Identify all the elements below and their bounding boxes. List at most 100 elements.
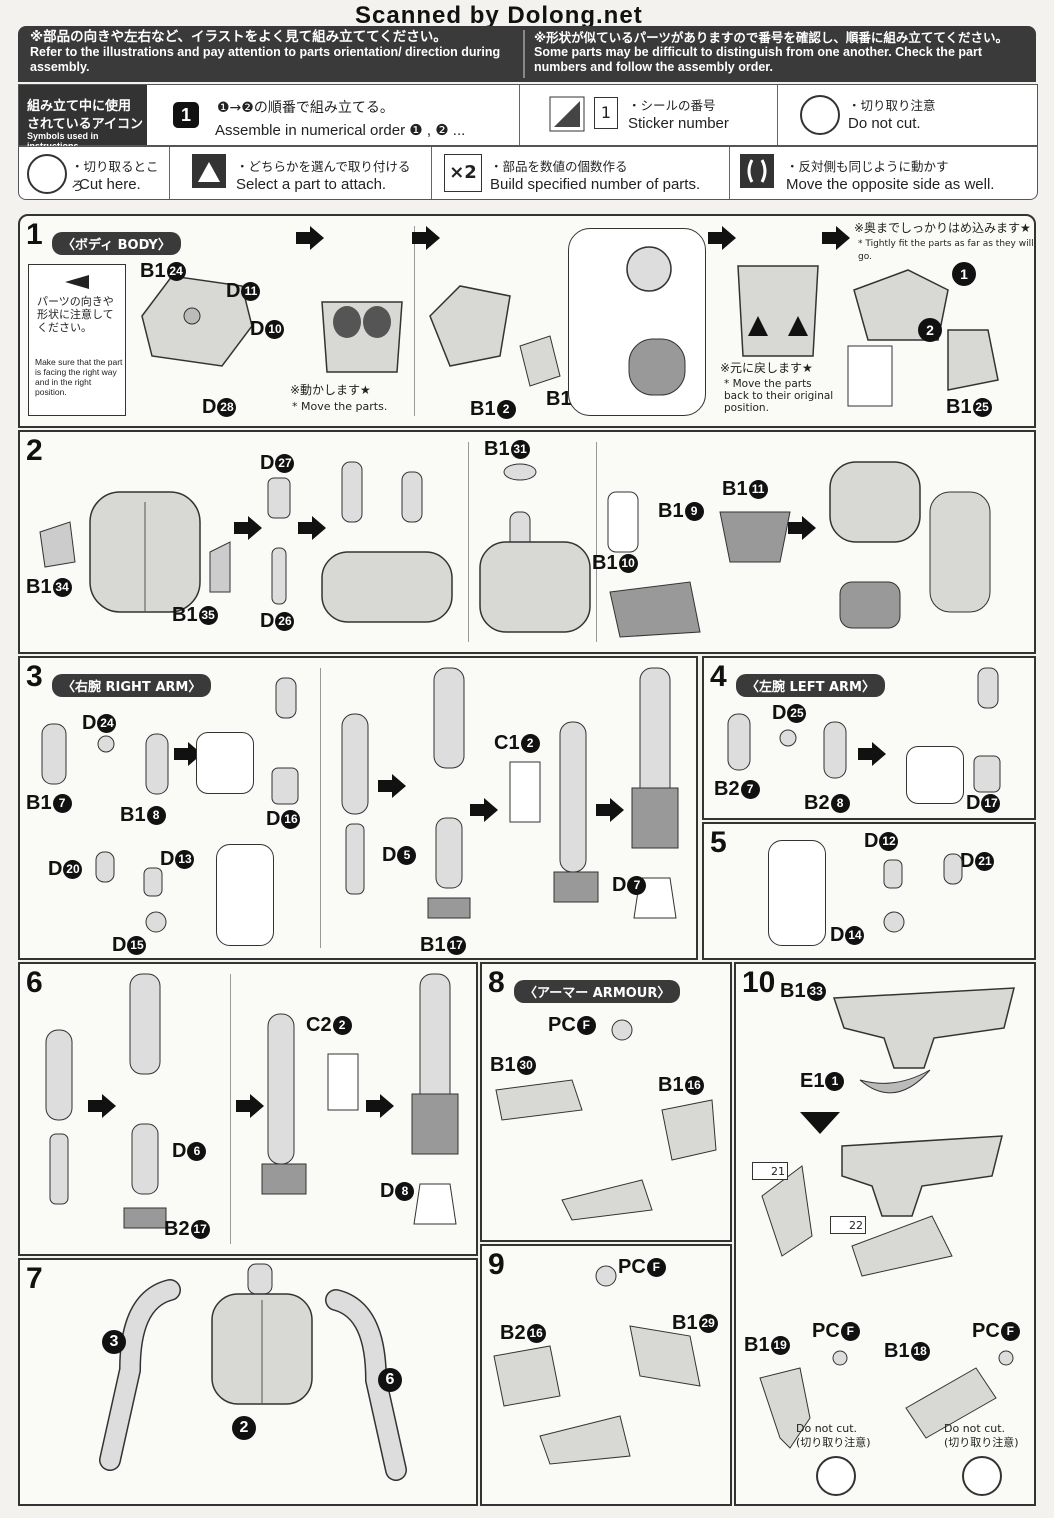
nocut-icon-1 xyxy=(816,1456,856,1496)
nocut-note-en-1: Do not cut. xyxy=(796,1422,858,1435)
build-count-icon: ×2 xyxy=(444,154,482,192)
build-jp: ・部品を数値の個数作る xyxy=(490,159,628,174)
step-6-flow-arrow-2 xyxy=(236,1094,264,1118)
step-10-down-arrow xyxy=(800,1112,840,1134)
torso-jacket xyxy=(39,491,231,613)
nocut-icon-2 xyxy=(962,1456,1002,1496)
nocut-jp: ・切り取り注意 xyxy=(848,98,936,113)
armour-arm-parts xyxy=(495,1019,717,1221)
step-1-flow-arrow-3 xyxy=(708,226,736,250)
step-4-number: 4 xyxy=(710,660,727,693)
sticker-en: Sticker number xyxy=(628,115,729,132)
backpack-frame xyxy=(832,987,1015,1069)
return-note-en: * Move the parts back to their original … xyxy=(724,378,834,414)
header-left: ※部品の向きや左右など、イラストをよく見て組み立ててください。 Refer to… xyxy=(30,30,510,75)
step-1-flow-arrow-4 xyxy=(822,226,850,250)
step-9-number: 9 xyxy=(488,1248,505,1281)
fit-note-jp: ※奥までしっかりはめ込みます★ xyxy=(854,221,1031,235)
symbol-order: 1 ❶→❷の順番で組み立てる。 Assemble in numerical or… xyxy=(147,85,519,145)
orientation-note-en: Make sure that the part is facing the ri… xyxy=(35,357,123,397)
fit-order-2-badge: 2 xyxy=(918,318,942,342)
step-6-flow-arrow-3 xyxy=(366,1094,394,1118)
step-3-flow-arrow-4 xyxy=(596,798,624,822)
step-4-title: 〈左腕 LEFT ARM〉 xyxy=(736,674,885,697)
step-2-divider-2 xyxy=(596,442,597,642)
left-joint-parts xyxy=(883,853,963,933)
neck-parts xyxy=(267,477,291,605)
step-2-divider-1 xyxy=(468,442,469,642)
step-3-flow-arrow-2 xyxy=(378,774,406,798)
cut-icon xyxy=(27,154,67,194)
subassembly-2-badge: 2 xyxy=(232,1416,256,1440)
step-8-title: 〈アーマー ARMOUR〉 xyxy=(514,980,681,1003)
header-right-en: Some parts may be difficult to distingui… xyxy=(534,45,982,74)
opposite-en: Move the opposite side as well. xyxy=(786,176,995,193)
select-icon xyxy=(192,154,226,188)
build-en: Build specified number of parts. xyxy=(490,176,701,193)
torso-waist-assembly xyxy=(829,461,991,629)
step-3-divider-1 xyxy=(320,668,321,948)
symbol-opposite: ・反対側も同じように動かす Move the opposite side as … xyxy=(729,147,1038,199)
sticker-number-box: 1 xyxy=(594,97,618,129)
body-part-b1-24 xyxy=(141,275,253,367)
step-4-flow-arrow xyxy=(858,742,886,766)
symbol-build-count: ×2 ・部品を数値の個数作る Build specified number of… xyxy=(431,147,730,199)
orientation-note-box: パーツの向きや形状に注意してください。 Make sure that the p… xyxy=(28,264,126,416)
left-arm-final xyxy=(325,1289,407,1481)
step-6-number: 6 xyxy=(26,966,43,999)
step-6-divider xyxy=(230,974,231,1244)
watermark: Scanned by Dolong.net xyxy=(355,2,643,29)
fit-order-1-badge: 1 xyxy=(952,262,976,286)
step-8-number: 8 xyxy=(488,966,505,999)
body-side-assembly xyxy=(429,285,561,387)
header-bar: ※部品の向きや左右など、イラストをよく見て組み立ててください。 Refer to… xyxy=(18,26,1036,82)
symbols-row-1: 組み立て中に使用 されているアイコン Symbols used in instr… xyxy=(18,84,1038,151)
collar-detail xyxy=(626,246,686,396)
nocut-note-en-2: Do not cut. xyxy=(944,1422,1006,1435)
step-3-number: 3 xyxy=(26,660,43,693)
thruster-right xyxy=(905,1350,1014,1439)
clear-part-e1 xyxy=(859,1069,931,1094)
step-1-number: 1 xyxy=(26,218,43,251)
step-2-number: 2 xyxy=(26,434,43,467)
fit-note-en: * Tightly fit the parts as far as they w… xyxy=(858,239,1034,262)
orientation-arrow-icon xyxy=(65,275,89,289)
thruster-left xyxy=(759,1350,848,1449)
order-en: Assemble in numerical order ❶ , ❷ ... xyxy=(215,122,466,139)
step-3-title: 〈右腕 RIGHT ARM〉 xyxy=(52,674,212,697)
body-reassembled xyxy=(737,265,819,357)
step-2-flow-arrow-3 xyxy=(788,516,816,540)
upper-arm-parts xyxy=(41,723,169,795)
nocut-note-jp-1: (切り取り注意) xyxy=(796,1436,871,1449)
step-3-flow-arrow-3 xyxy=(470,798,498,822)
arm6-assembly-1 xyxy=(45,1029,73,1205)
sticker-21: 21 xyxy=(752,1162,788,1180)
nocut-en: Do not cut. xyxy=(848,115,921,132)
step-2-flow-arrow-1 xyxy=(234,516,262,540)
